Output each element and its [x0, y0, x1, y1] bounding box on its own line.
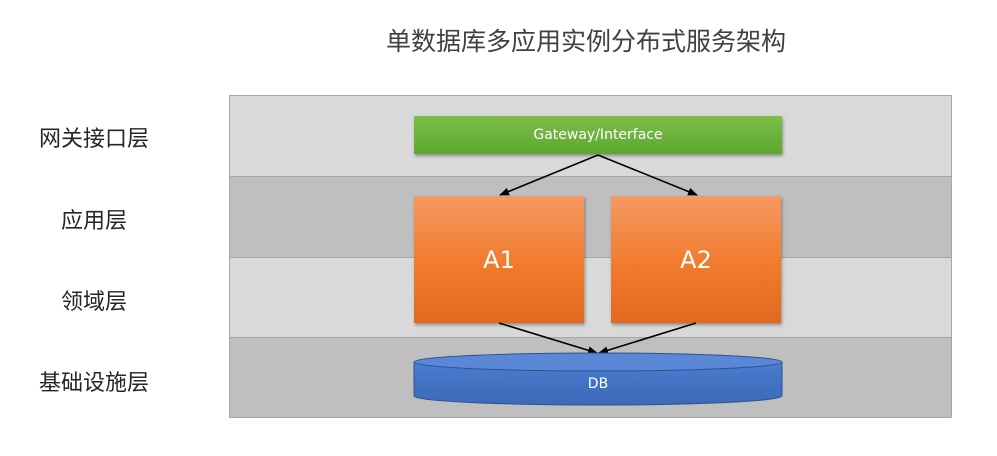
database-cylinder [413, 352, 783, 406]
layer-label-application: 应用层 [60, 209, 127, 234]
database-label: DB [588, 376, 608, 392]
app-instance-a1: A1 [414, 196, 584, 323]
band-domain-layer [229, 257, 952, 338]
layer-label-gateway: 网关接口层 [38, 127, 149, 152]
diagram-title: 单数据库多应用实例分布式服务架构 [385, 27, 786, 56]
app-a1-label: A1 [483, 245, 515, 274]
arrow-a2-to-db [598, 322, 697, 355]
layer-label-domain: 领域层 [60, 290, 127, 315]
gateway-box: Gateway/Interface [414, 116, 782, 154]
arrow-a1-to-db [498, 322, 598, 355]
app-a2-label: A2 [680, 245, 712, 274]
app-instance-a2: A2 [611, 196, 781, 323]
arrow-gateway-to-a1 [499, 154, 599, 196]
gateway-label: Gateway/Interface [533, 127, 663, 143]
arrow-gateway-to-a2 [597, 154, 698, 196]
layer-label-infrastructure: 基础设施层 [38, 371, 149, 396]
